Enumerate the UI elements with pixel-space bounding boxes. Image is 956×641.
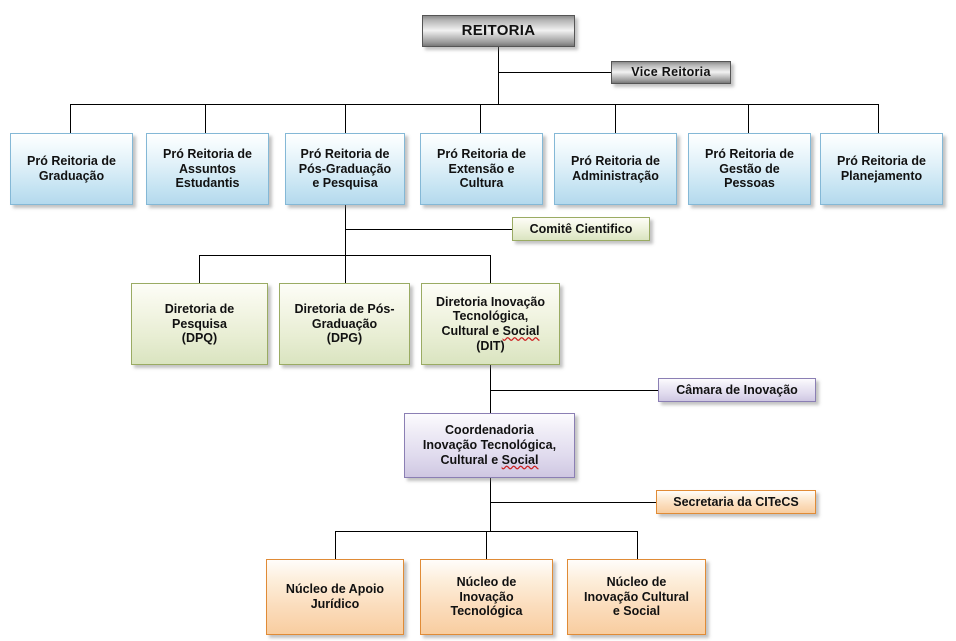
line-drop-dir-2 <box>345 255 346 283</box>
line-drop-pro-2 <box>205 104 206 133</box>
line-drop-pro-5 <box>615 104 616 133</box>
node-label: Diretoria de Pós- Graduação (DPG) <box>294 301 395 346</box>
node-comite-cientifico[interactable]: Comitê Cientifico <box>512 217 650 241</box>
node-label: Pró Reitoria de Gestão de Pessoas <box>705 146 794 191</box>
node-label: Pró Reitoria de Extensão e Cultura <box>437 146 526 191</box>
line-diretorias-bus <box>199 255 490 256</box>
node-label: Pró Reitoria de Graduação <box>27 154 116 183</box>
node-pro-reitoria-graduacao[interactable]: Pró Reitoria de Graduação <box>10 133 133 205</box>
line-drop-nuc-3 <box>637 531 638 559</box>
node-label: Diretoria Inovação Tecnológica, Cultural… <box>436 295 545 354</box>
node-pro-reitoria-pos-graduacao-pesquisa[interactable]: Pró Reitoria de Pós-Graduação e Pesquisa <box>285 133 405 205</box>
line-drop-pro-7 <box>878 104 879 133</box>
line-dit-stem <box>490 365 491 413</box>
node-pro-reitoria-gestao-pessoas[interactable]: Pró Reitoria de Gestão de Pessoas <box>688 133 811 205</box>
line-to-secretaria <box>490 502 656 503</box>
node-label-line-3a: Cultural e <box>441 324 503 338</box>
node-coordenadoria-inovacao[interactable]: Coordenadoria Inovação Tecnológica, Cult… <box>404 413 575 478</box>
node-label-line-4: (DIT) <box>476 338 505 353</box>
line-drop-nuc-1 <box>335 531 336 559</box>
node-vice-reitoria-label: Vice Reitoria <box>631 65 711 80</box>
node-label: Diretoria de Pesquisa (DPQ) <box>164 301 235 346</box>
line-drop-nuc-2 <box>486 531 487 559</box>
node-camara-de-inovacao[interactable]: Câmara de Inovação <box>658 378 816 402</box>
node-label-line-3b-misspelled: Social <box>502 324 540 338</box>
line-proreitorias-bus <box>70 104 879 105</box>
node-label: Núcleo de Inovação Tecnológica <box>450 574 523 619</box>
line-to-camara <box>490 390 658 391</box>
line-drop-dir-3 <box>490 255 491 283</box>
line-prppg-stem <box>345 205 346 283</box>
node-vice-reitoria[interactable]: Vice Reitoria <box>611 61 731 84</box>
node-nucleo-inovacao-cultural-social[interactable]: Núcleo de Inovação Cultural e Social <box>567 559 706 635</box>
node-label: Comitê Cientifico <box>529 221 633 236</box>
node-label: Núcleo de Inovação Cultural e Social <box>584 574 689 619</box>
node-label: Pró Reitoria de Pós-Graduação e Pesquisa <box>298 146 392 191</box>
node-label: Coordenadoria Inovação Tecnológica, Cult… <box>423 423 556 467</box>
line-drop-pro-6 <box>748 104 749 133</box>
line-root-stem <box>498 46 499 104</box>
line-drop-pro-3 <box>345 104 346 133</box>
line-drop-pro-4 <box>480 104 481 133</box>
node-nucleo-inovacao-tecnologica[interactable]: Núcleo de Inovação Tecnológica <box>420 559 553 635</box>
node-label-line-2: Tecnológica, <box>452 309 529 324</box>
node-label-line-2: Inovação Tecnológica, <box>422 438 557 453</box>
node-pro-reitoria-planejamento[interactable]: Pró Reitoria de Planejamento <box>820 133 943 205</box>
node-reitoria-label: REITORIA <box>461 22 536 40</box>
node-pro-reitoria-assuntos-estudantis[interactable]: Pró Reitoria de Assuntos Estudantis <box>146 133 269 205</box>
node-label: Pró Reitoria de Assuntos Estudantis <box>163 146 252 191</box>
node-label: Núcleo de Apoio Jurídico <box>285 582 385 611</box>
line-drop-dir-1 <box>199 255 200 283</box>
node-diretoria-pesquisa[interactable]: Diretoria de Pesquisa (DPQ) <box>131 283 268 365</box>
line-drop-pro-1 <box>70 104 71 133</box>
node-secretaria-citecs[interactable]: Secretaria da CITeCS <box>656 490 816 514</box>
line-coord-stem <box>490 478 491 531</box>
node-diretoria-pos-graduacao[interactable]: Diretoria de Pós- Graduação (DPG) <box>279 283 410 365</box>
node-diretoria-inovacao-tecnologica-cultural-social[interactable]: Diretoria Inovação Tecnológica, Cultural… <box>421 283 560 365</box>
node-pro-reitoria-administracao[interactable]: Pró Reitoria de Administração <box>554 133 677 205</box>
node-nucleo-apoio-juridico[interactable]: Núcleo de Apoio Jurídico <box>266 559 404 635</box>
node-label-line-3a: Cultural e <box>440 452 502 467</box>
node-label-line-1: Coordenadoria <box>445 423 534 438</box>
node-label: Secretaria da CITeCS <box>673 494 799 509</box>
node-label-line-3b-misspelled: Social <box>501 452 539 467</box>
node-pro-reitoria-extensao-cultura[interactable]: Pró Reitoria de Extensão e Cultura <box>420 133 543 205</box>
node-label: Câmara de Inovação <box>676 382 798 397</box>
node-label: Pró Reitoria de Planejamento <box>837 154 926 183</box>
line-to-comite <box>345 229 512 230</box>
line-root-to-vice <box>498 72 611 73</box>
node-label: Pró Reitoria de Administração <box>571 154 660 183</box>
node-label-line-1: Diretoria Inovação <box>435 294 546 309</box>
node-reitoria[interactable]: REITORIA <box>422 15 575 47</box>
